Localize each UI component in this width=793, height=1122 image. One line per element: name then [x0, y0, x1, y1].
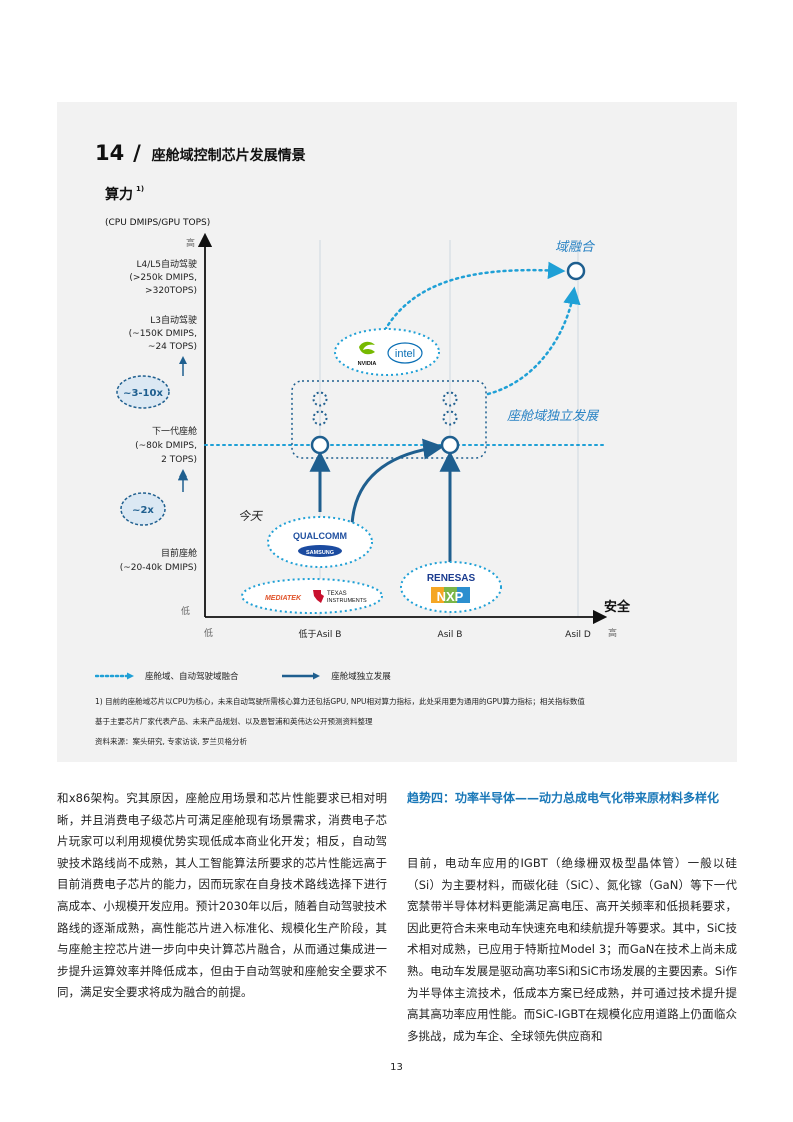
x-label-asil-d: Asil D: [565, 630, 591, 640]
x-axis-title: 安全: [604, 599, 631, 615]
y-high-label: 高: [186, 237, 195, 249]
legend-dotted-arrow-icon: [95, 672, 134, 680]
ti-wordmark-1: TEXAS: [327, 591, 347, 597]
arrow-qualcomm-to-asil-b: [350, 438, 445, 526]
future-node-right-2: [442, 410, 458, 426]
nxp-logo: NXP: [431, 587, 470, 604]
intel-logo: intel: [387, 342, 423, 364]
qualcomm-wordmark: QUALCOMM: [293, 531, 347, 541]
figure-legend: 座舱域、自动驾驶域融合 座舱域独立发展: [95, 670, 431, 683]
y-low-label: 低: [181, 605, 190, 617]
figure-panel: [57, 102, 737, 762]
y-label-next-line3: 2 TOPS): [161, 455, 197, 465]
logo-bubble-mediatek-ti: [241, 578, 383, 614]
nvidia-wordmark: NVIDIA: [358, 361, 377, 367]
y-label-next-line1: 下一代座舱: [152, 425, 197, 437]
ti-wordmark-2: INSTRUMENTS: [327, 598, 367, 604]
body-left-column: 和x86架构。究其原因，座舱应用场景和芯片性能要求已相对明晰，并且消费电子级芯片…: [57, 791, 387, 1000]
figure-title: 14 / 座舱域控制芯片发展情景: [95, 141, 306, 165]
y-label-l3-line3: ~24 TOPS): [148, 342, 197, 352]
nvidia-logo: NVIDIA: [358, 341, 377, 367]
annotation-domain-fusion: 域融合: [555, 240, 596, 255]
multiplier-arrow-upper-head: [179, 356, 187, 364]
node-next-gen-below-asil-b: [310, 435, 330, 455]
logo-bubble-nvidia-intel: [334, 328, 440, 376]
figure-slash: /: [133, 141, 141, 165]
renesas-wordmark: RENESAS: [427, 573, 476, 584]
y-axis-title-sup: 1): [136, 185, 144, 193]
y-axis-unit: (CPU DMIPS/GPU TOPS): [105, 218, 210, 228]
figure-source: 资料来源：案头研究, 专家访谈, 罗兰贝格分析: [95, 737, 248, 746]
legend-item-independent: 座舱域独立发展: [281, 670, 391, 682]
figure-number: 14: [95, 141, 125, 165]
annotation-independent: 座舱域独立发展: [507, 408, 600, 424]
x-label-asil-b: Asil B: [438, 630, 463, 640]
logo-bubble-qualcomm-samsung: [267, 516, 373, 568]
trend-four-heading: 趋势四：功率半导体——动力总成电气化带来原材料多样化: [407, 791, 720, 805]
intel-wordmark: intel: [395, 348, 415, 360]
y-label-next-line2: (~80k DMIPS,: [135, 441, 197, 451]
multiplier-badge-3-10x: [116, 375, 170, 409]
independent-development-box: [291, 380, 487, 459]
fusion-arrow-from-nvidia: [383, 261, 566, 332]
body-right-column: 目前，电动车应用的IGBT（绝缘栅双极型晶体管）一般以硅（Si）为主要材料，而碳…: [407, 856, 737, 1043]
figure-title-text: 座舱域控制芯片发展情景: [151, 148, 306, 164]
fusion-arrow-from-box: [486, 286, 581, 396]
y-label-current-line2: (~20-40k DMIPS): [120, 563, 197, 573]
samsung-logo: [298, 545, 342, 557]
future-node-right-1: [442, 391, 458, 407]
y-label-l4l5-line1: L4/L5自动驾驶: [136, 258, 197, 270]
y-label-current-line1: 目前座舱: [161, 547, 197, 559]
ti-state-icon: [313, 590, 324, 603]
multiplier-arrow-lower-head: [179, 469, 187, 477]
y-label-l3-line2: (~150K DMIPS,: [129, 329, 197, 339]
annotation-today: 今天: [238, 509, 264, 523]
nxp-wordmark: NXP: [437, 589, 464, 604]
y-label-l4l5-line2: (>250k DMIPS,: [129, 273, 197, 283]
samsung-wordmark: SAMSUNG: [306, 550, 334, 556]
y-label-l4l5-line3: >320TOPS): [145, 286, 197, 296]
multiplier-label-3-10x: ~3-10x: [123, 388, 163, 399]
x-label-below-asil-b: 低于Asil B: [299, 628, 342, 640]
future-node-left-1: [312, 391, 328, 407]
multiplier-label-2x: ~2x: [132, 505, 154, 516]
future-node-left-2: [312, 410, 328, 426]
node-domain-fusion: [566, 261, 586, 281]
footnote-1: 1) 目前的座舱域芯片以CPU为核心，未来自动驾驶所需核心算力还包括GPU, N…: [95, 697, 585, 706]
multiplier-badge-2x: [120, 492, 166, 526]
y-label-l3-line1: L3自动驾驶: [150, 314, 197, 326]
x-high-label: 高: [608, 627, 617, 639]
node-next-gen-asil-b: [440, 435, 460, 455]
mediatek-wordmark: MEDIATEK: [265, 595, 302, 602]
page-number: 13: [390, 1062, 403, 1073]
figure-notes: 1) 目前的座舱域芯片以CPU为核心，未来自动驾驶所需核心算力还包括GPU, N…: [95, 692, 585, 752]
legend-independent-label: 座舱域独立发展: [331, 672, 391, 682]
x-low-label: 低: [204, 627, 213, 639]
y-axis-title: 算力: [105, 186, 133, 203]
legend-solid-arrow-icon: [282, 672, 321, 680]
footnote-basis: 基于主要芯片厂家代表产品、未来产品规划、以及恩智浦和英伟达公开预测资料整理: [95, 717, 373, 726]
legend-item-fusion: 座舱域、自动驾驶域融合: [95, 670, 239, 682]
legend-fusion-label: 座舱域、自动驾驶域融合: [145, 672, 239, 682]
